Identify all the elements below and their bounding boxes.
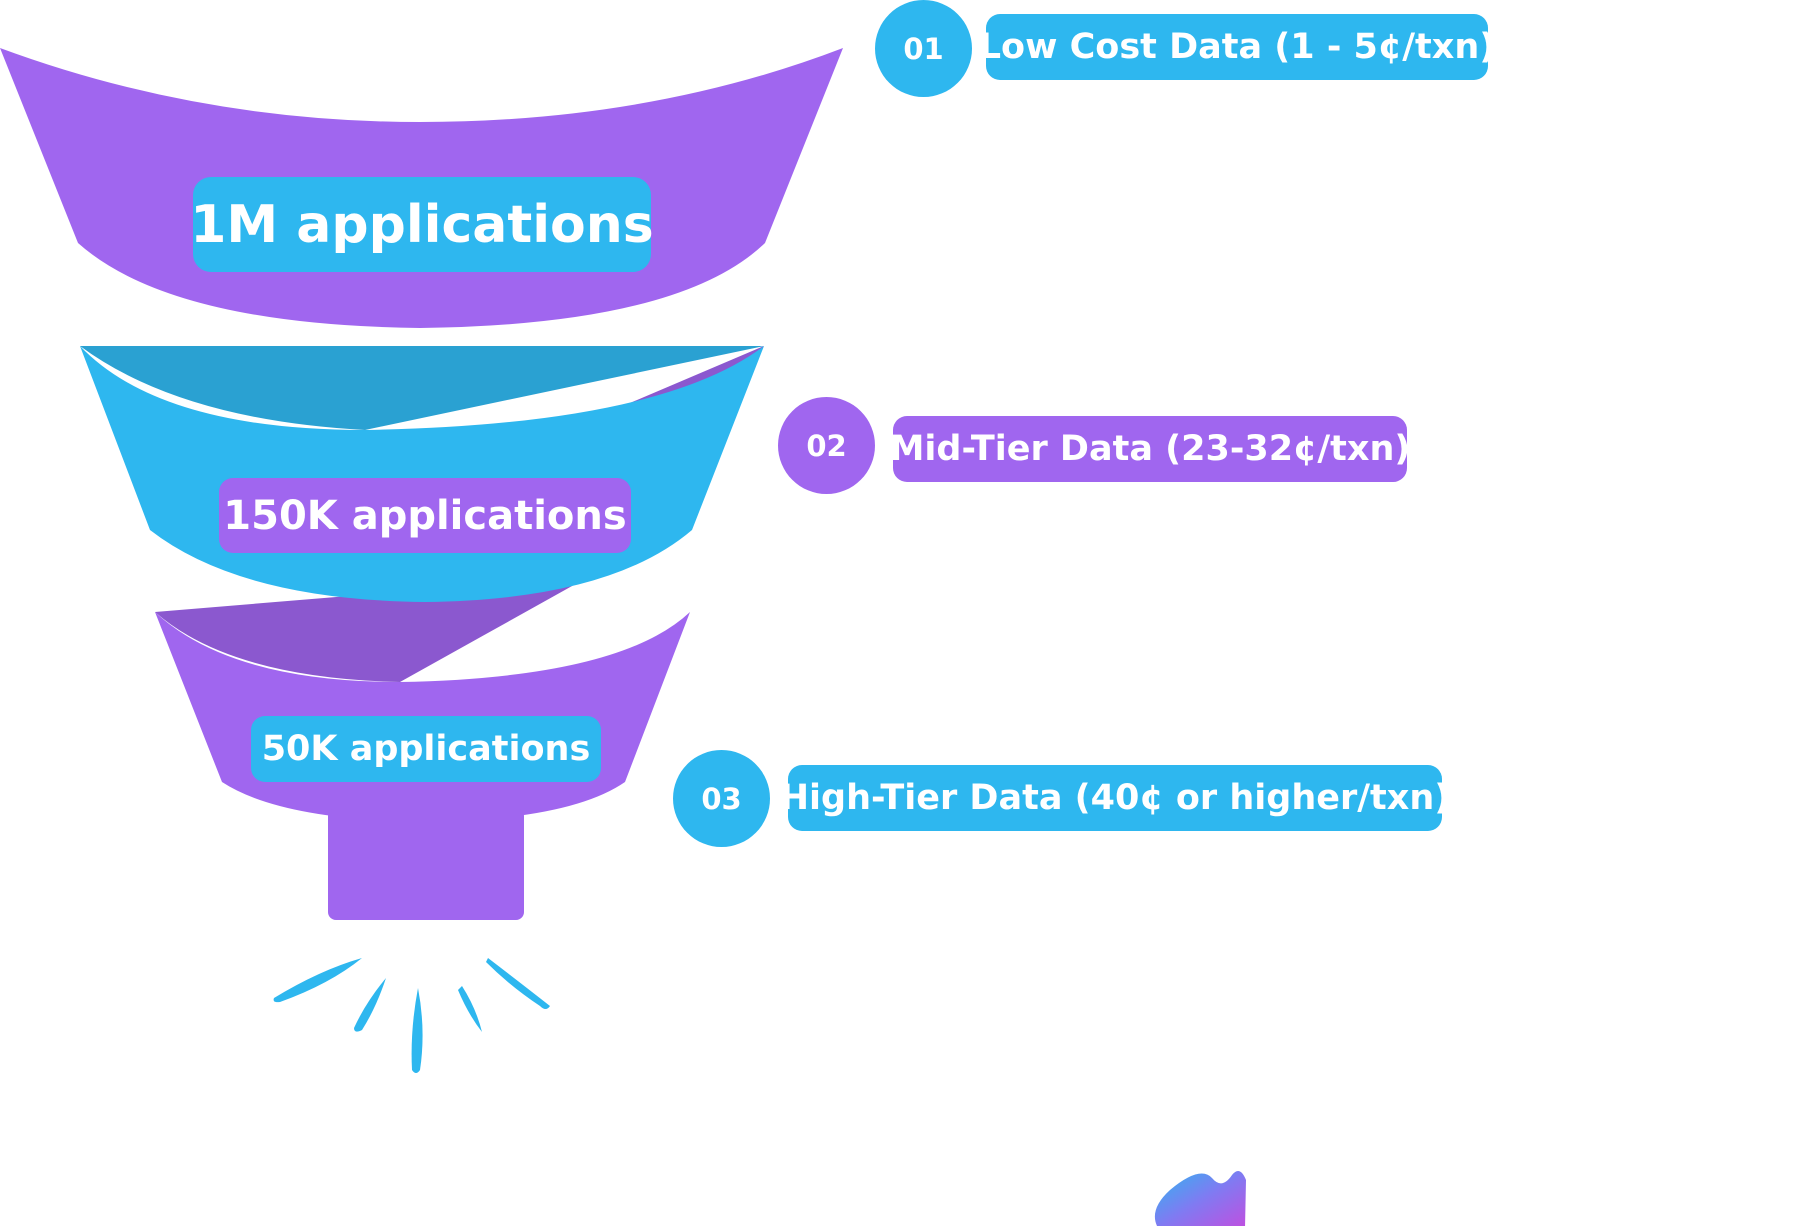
step-2-number: 02	[778, 397, 875, 494]
step-3-label: High-Tier Data (40¢ or higher/txn)	[780, 765, 1450, 831]
step-3-number: 03	[673, 750, 770, 847]
step-1-number: 01	[875, 0, 972, 97]
splash-mark	[354, 978, 386, 1032]
tier-1-label: 1M applications	[190, 177, 654, 272]
tier-2-top-band	[590, 346, 764, 420]
tier-3-label: 50K applications	[251, 716, 601, 782]
funnel-spout	[328, 808, 524, 920]
splash-mark	[486, 958, 550, 1009]
step-2-label: Mid-Tier Data (23-32¢/txn)	[890, 416, 1410, 482]
tier-2-label: 150K applications	[219, 478, 631, 553]
wave-logo-icon	[1155, 1171, 1246, 1226]
tier-3-back-band	[155, 576, 590, 682]
splash-marks	[273, 958, 550, 1073]
splash-mark	[411, 988, 423, 1073]
step-1-label: Low Cost Data (1 - 5¢/txn)	[979, 14, 1495, 80]
splash-mark	[458, 986, 482, 1032]
tier-2-back-band	[80, 346, 764, 430]
splash-mark	[273, 958, 362, 1003]
